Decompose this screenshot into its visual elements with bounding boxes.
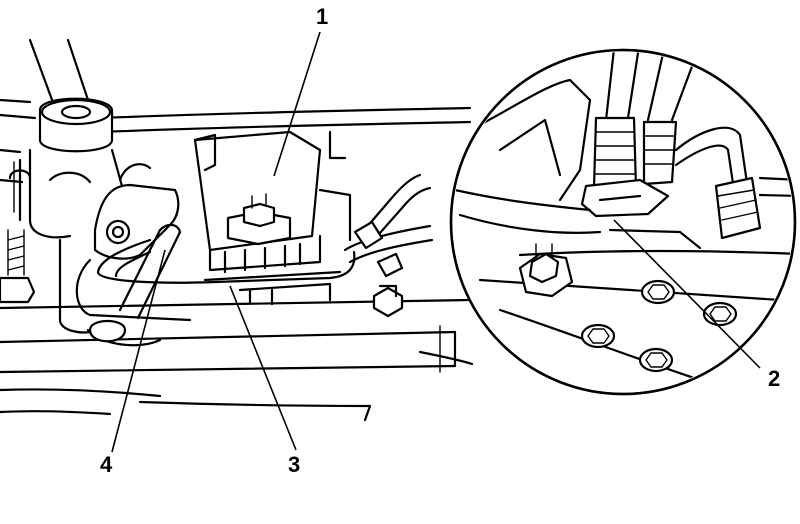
callout-1: 1 bbox=[316, 4, 328, 29]
callout-leaders bbox=[111, 31, 761, 453]
callout-4: 4 bbox=[100, 452, 113, 477]
cooler-lines bbox=[96, 173, 434, 320]
steering-gear bbox=[0, 38, 132, 334]
detail-magnifier bbox=[449, 48, 797, 396]
crossmember bbox=[0, 106, 474, 422]
engine-mount bbox=[193, 130, 352, 306]
callout-2: 2 bbox=[768, 366, 780, 391]
frame-nut bbox=[372, 284, 404, 318]
callout-3: 3 bbox=[288, 452, 300, 477]
tie-rod-bracket bbox=[75, 163, 192, 347]
